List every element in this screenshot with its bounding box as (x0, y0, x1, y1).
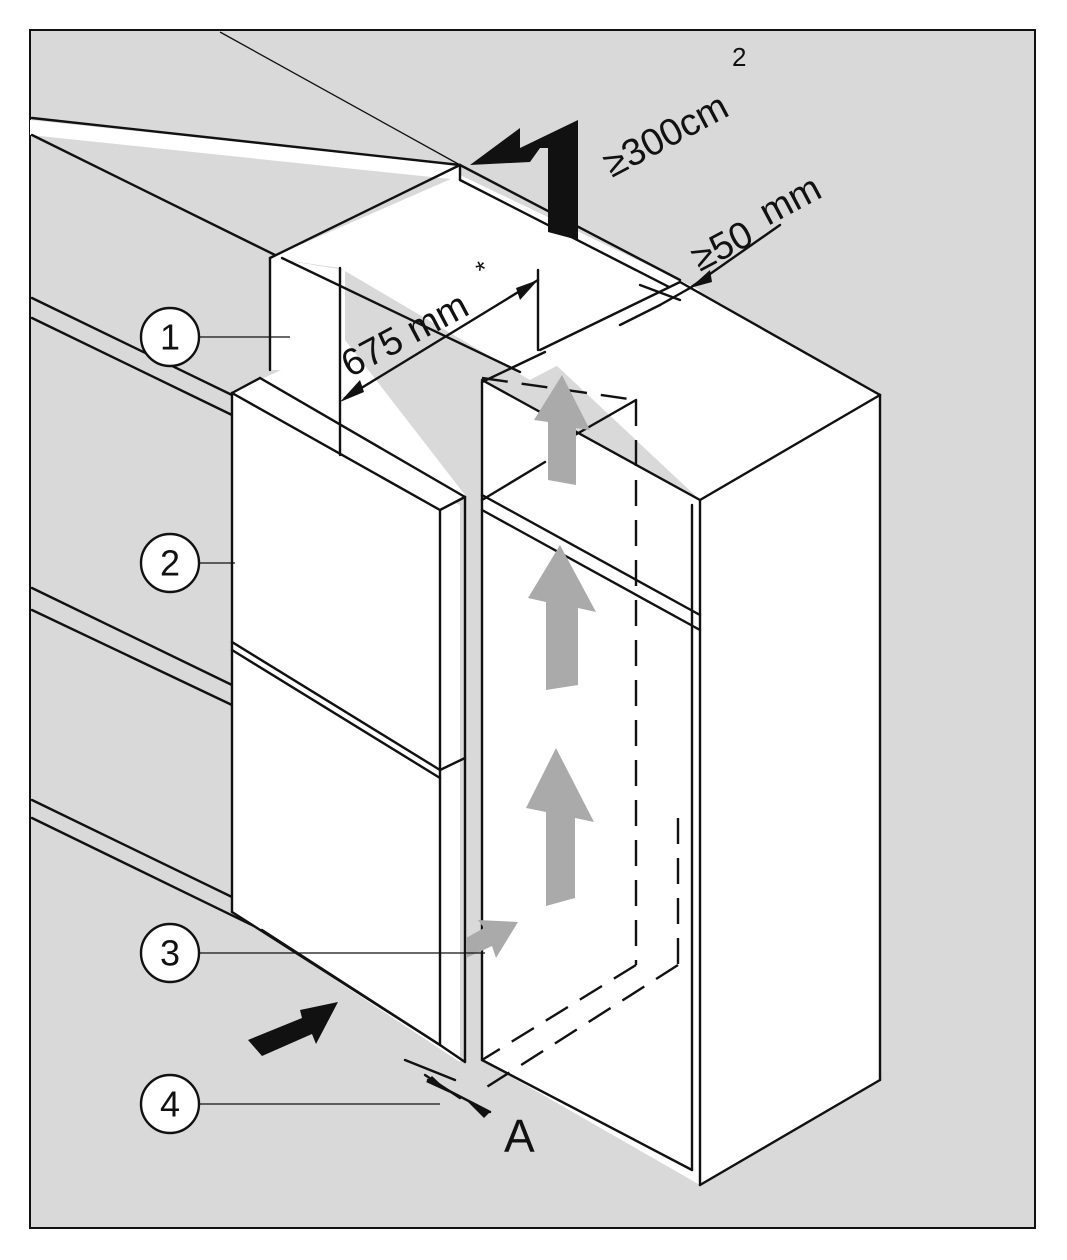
callout-2-number: 2 (160, 543, 180, 584)
airflow-arrow-icon (534, 375, 590, 485)
airflow-arrow-icon (466, 920, 518, 958)
callout-4-number: 4 (160, 1084, 180, 1125)
appliance-body-outline (481, 376, 680, 1092)
airflow-arrow-icon (526, 748, 594, 906)
tall-side-cabinet (480, 280, 882, 1187)
exhaust-arrow-icon (470, 120, 578, 240)
callout-leaders (200, 336, 485, 1105)
callout-1: 1 (139, 306, 201, 368)
gap-label-a: A (504, 1110, 535, 1162)
cabinet-wall-lines (30, 31, 462, 932)
callout-2: 2 (139, 532, 201, 594)
callout-3: 3 (139, 922, 201, 984)
callout-4: 4 (139, 1073, 201, 1135)
inlet-arrow-icon (248, 1002, 338, 1056)
airflow-arrow-icon (528, 545, 596, 690)
dimension-lines (338, 223, 782, 1118)
callout-1-number: 1 (160, 317, 180, 358)
appliance-doors (230, 340, 547, 1064)
callout-3-number: 3 (160, 933, 180, 974)
vent-area-exponent: 2 (732, 42, 746, 72)
airflow-arrows (466, 375, 596, 958)
